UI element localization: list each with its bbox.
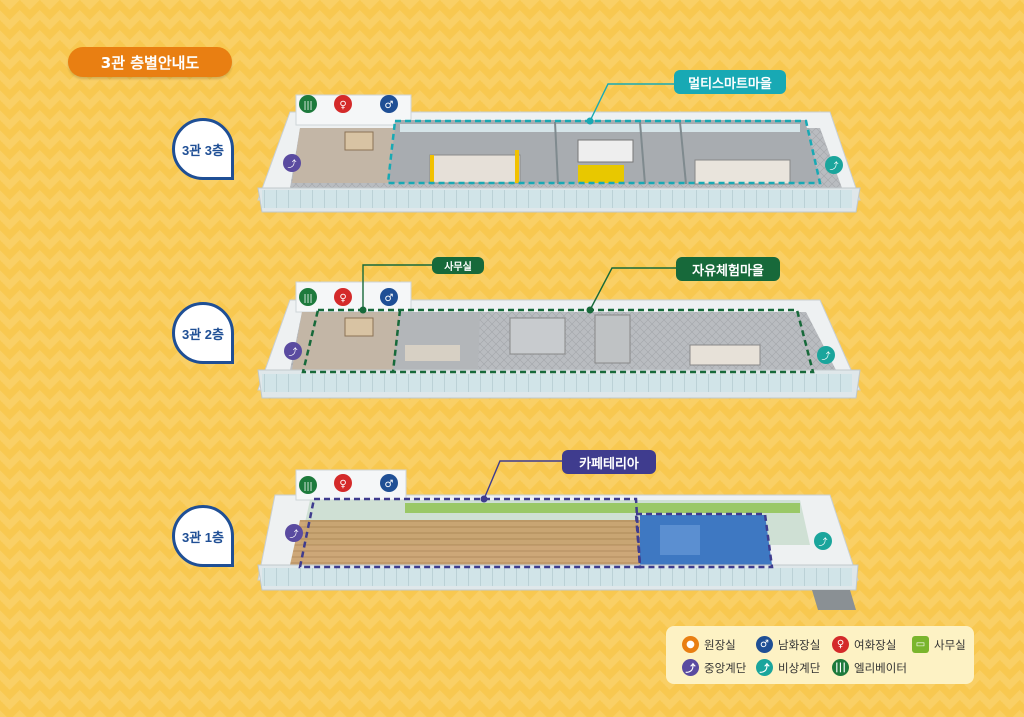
floor-label: 3관 3층 <box>182 142 224 158</box>
legend-item: ||| 엘리베이터 <box>832 659 907 676</box>
floor-1-plan <box>257 460 859 610</box>
callout-multi-smart-village: 멀티스마트마을 <box>674 70 786 94</box>
emergency-stairs-icon: ⤴ <box>756 659 773 676</box>
legend-item: ● 원장실 <box>682 636 736 653</box>
callout-cafeteria: 카페테리아 <box>562 450 656 474</box>
central-stairs-icon: ⤴ <box>285 524 303 542</box>
emergency-stairs-icon: ⤴ <box>825 156 843 174</box>
legend-label: 중앙계단 <box>704 660 747 675</box>
floor-badge-1f: 3관 1층 <box>172 505 234 567</box>
callout-free-experience-village: 자유체험마을 <box>676 257 780 281</box>
svg-text:♂: ♂ <box>385 293 394 304</box>
legend: ● 원장실 ♂ 남화장실 ♀ 여화장실 ▭ 사무실 ⤴ 중앙계단 ⤴ 비상계단 … <box>666 626 974 684</box>
svg-text:♂: ♂ <box>385 479 394 490</box>
male-restroom-icon: ♂ <box>756 636 773 653</box>
floor-label: 3관 1층 <box>182 529 224 545</box>
legend-label: 엘리베이터 <box>854 660 907 675</box>
central-stairs-icon: ⤴ <box>284 342 302 360</box>
male-restroom-icon: ♂ <box>380 288 398 306</box>
central-stairs-icon: ⤴ <box>283 154 301 172</box>
legend-item: ♂ 남화장실 <box>756 636 820 653</box>
office-monitor-icon: ▭ <box>912 636 929 653</box>
svg-text:♀: ♀ <box>339 293 346 304</box>
svg-text:⤴: ⤴ <box>829 160 838 172</box>
svg-text:⤴: ⤴ <box>288 346 297 358</box>
male-restroom-icon: ♂ <box>380 95 398 113</box>
svg-text:♀: ♀ <box>339 479 346 490</box>
svg-text:⤴: ⤴ <box>818 536 827 548</box>
legend-label: 사무실 <box>934 637 966 652</box>
elevator-icon: ||| <box>832 659 849 676</box>
emergency-stairs-icon: ⤴ <box>817 346 835 364</box>
elevator-icon: ||| <box>299 476 317 494</box>
female-restroom-icon: ♀ <box>334 474 352 492</box>
male-restroom-icon: ♂ <box>380 474 398 492</box>
svg-text:⤴: ⤴ <box>287 158 296 170</box>
floor-badge-2f: 3관 2층 <box>172 302 234 364</box>
elevator-icon: ||| <box>299 95 317 113</box>
floor-label: 3관 2층 <box>182 326 224 342</box>
legend-item: ⤴ 비상계단 <box>756 659 820 676</box>
legend-item: ▭ 사무실 <box>912 636 966 653</box>
floor-2-plan <box>257 264 861 399</box>
female-restroom-icon: ♀ <box>832 636 849 653</box>
callout-office: 사무실 <box>432 257 484 274</box>
female-restroom-icon: ♀ <box>334 95 352 113</box>
page-title: 3관 층별안내도 <box>68 47 232 77</box>
elevator-icon: ||| <box>299 288 317 306</box>
floor-badge-3f: 3관 3층 <box>172 118 234 180</box>
legend-item: ⤴ 중앙계단 <box>682 659 746 676</box>
female-restroom-icon: ♀ <box>334 288 352 306</box>
svg-text:⤴: ⤴ <box>289 528 298 540</box>
emergency-stairs-icon: ⤴ <box>814 532 832 550</box>
floor-3-plan <box>257 83 861 213</box>
svg-text:⤴: ⤴ <box>821 350 830 362</box>
svg-text:|||: ||| <box>303 101 312 111</box>
legend-label: 비상계단 <box>778 660 821 675</box>
person-icon: ● <box>682 636 699 653</box>
central-stairs-icon: ⤴ <box>682 659 699 676</box>
svg-text:|||: ||| <box>303 294 312 304</box>
legend-label: 남화장실 <box>778 637 821 652</box>
legend-label: 원장실 <box>704 637 736 652</box>
svg-text:♀: ♀ <box>339 100 346 111</box>
svg-text:|||: ||| <box>303 482 312 492</box>
svg-text:♂: ♂ <box>385 100 394 111</box>
legend-item: ♀ 여화장실 <box>832 636 896 653</box>
legend-label: 여화장실 <box>854 637 897 652</box>
